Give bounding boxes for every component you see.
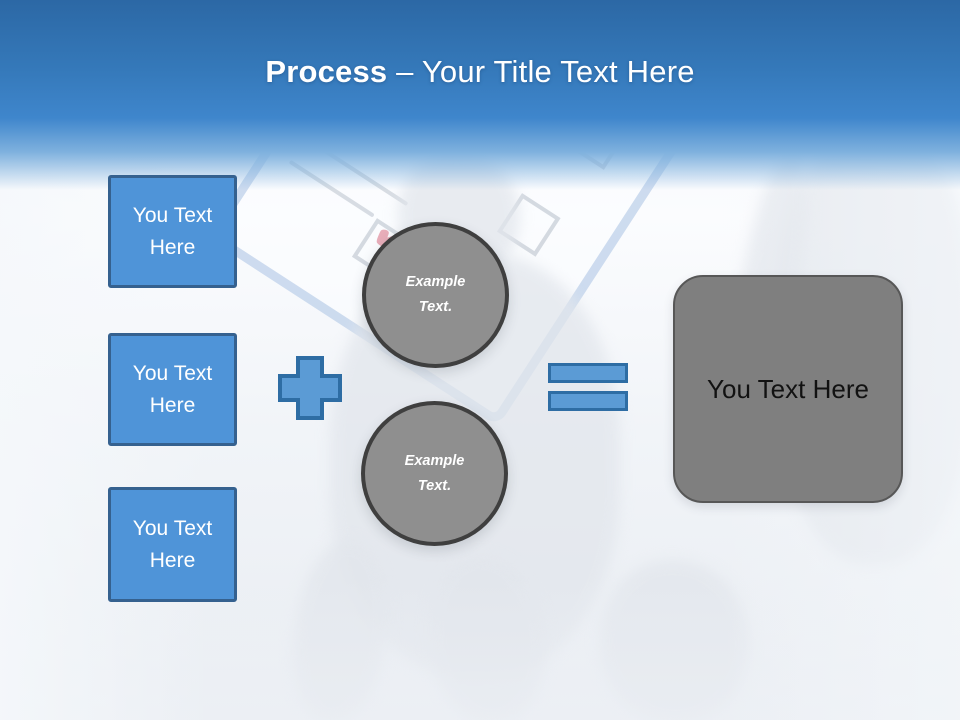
input-box-2: You Text Here — [108, 333, 237, 446]
input-box-1-label: You Text Here — [132, 204, 213, 259]
result-box: You Text Here — [673, 275, 903, 503]
equals-icon — [548, 363, 628, 411]
title-keyword: Process — [265, 54, 397, 89]
input-box-2-label: You Text Here — [132, 362, 213, 417]
page-title: Process – Your Title Text Here — [0, 54, 960, 90]
equals-bar-top — [548, 363, 628, 383]
input-box-3: You Text Here — [108, 487, 237, 602]
input-box-1: You Text Here — [108, 175, 237, 288]
slide-header: Process – Your Title Text Here — [0, 0, 960, 192]
input-box-3-label: You Text Here — [132, 517, 213, 572]
equals-bar-bottom — [548, 391, 628, 411]
title-subtitle: – Your Title Text Here — [396, 54, 695, 89]
example-circle-2: Example Text. — [361, 401, 508, 546]
example-circle-1: Example Text. — [362, 222, 509, 368]
example-circle-1-label: Example Text. — [405, 274, 466, 315]
plus-icon — [278, 356, 342, 420]
result-box-label: You Text Here — [707, 373, 869, 404]
example-circle-2-label: Example Text. — [404, 452, 465, 494]
